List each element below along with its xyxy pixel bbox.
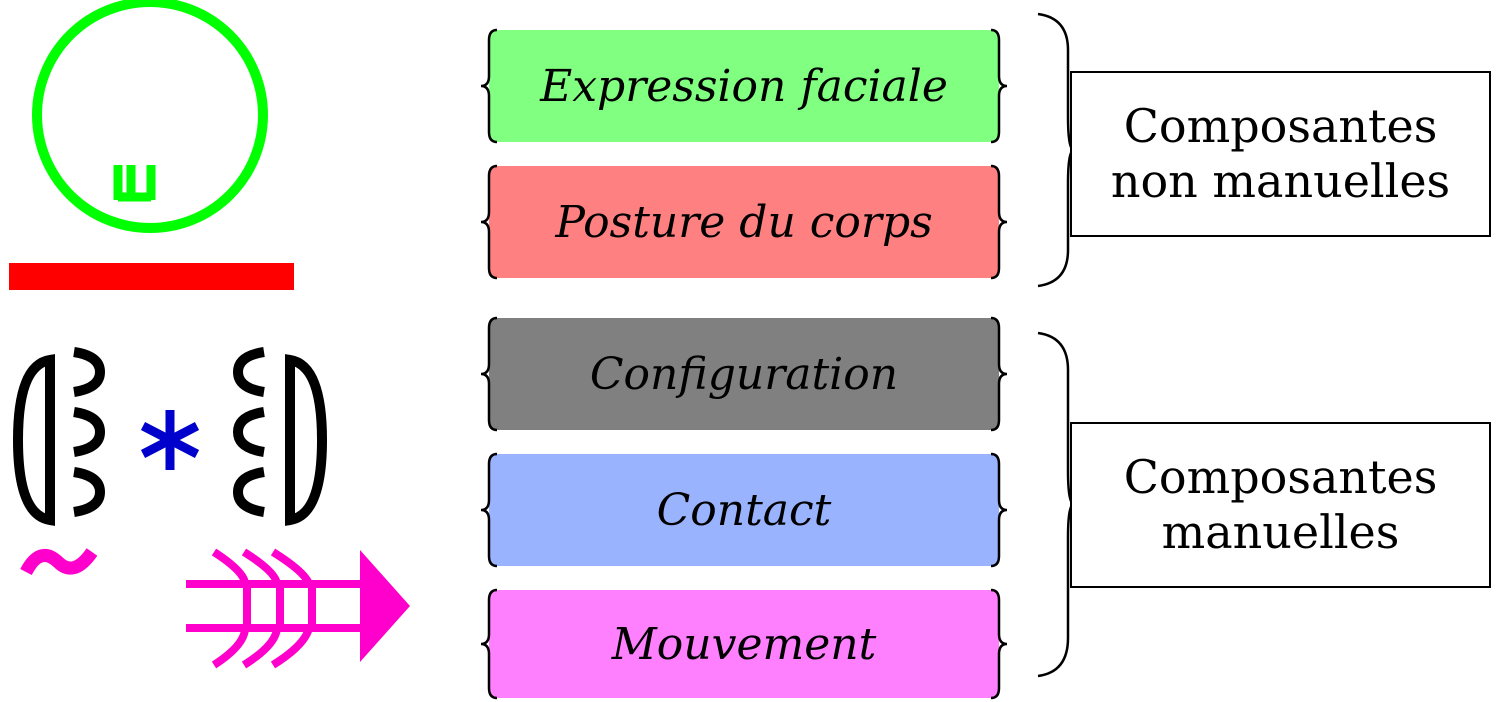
brace-expression-faciale [480,28,1008,144]
component-label: Configuration [589,348,899,400]
component-label: Mouvement [611,618,877,670]
left-hand-symbol [12,347,106,526]
group-label-line1: Composantes [1123,98,1438,153]
face-symbol [32,0,268,233]
posture-bar-symbol [9,263,294,290]
brace-manual-group [1037,331,1075,678]
brace-non-manual-group [1037,12,1075,288]
component-posture-du-corps: Posture du corps [489,166,999,278]
tilde-symbol [20,548,98,576]
brace-mouvement [480,588,1008,700]
component-label: Posture du corps [555,196,933,248]
group-label-line1: Composantes [1123,449,1438,504]
movement-arrow-symbol [186,548,410,669]
group-manual: Composantes manuelles [1070,422,1491,588]
brace-contact [480,452,1008,568]
brace-posture-du-corps [480,164,1008,280]
right-hand-symbol [232,347,328,526]
component-expression-faciale: Expression faciale [489,30,999,142]
component-configuration: Configuration [489,318,999,430]
contact-symbol [140,410,200,470]
group-non-manual: Composantes non manuelles [1070,71,1491,237]
brace-configuration [480,316,1008,432]
signwriting-symbols [9,0,410,669]
group-label-line2: manuelles [1161,505,1400,559]
group-label-line2: non manuelles [1110,154,1451,208]
component-label: Expression faciale [540,60,948,112]
component-contact: Contact [489,454,999,566]
component-label: Contact [656,484,832,536]
component-mouvement: Mouvement [489,590,999,698]
